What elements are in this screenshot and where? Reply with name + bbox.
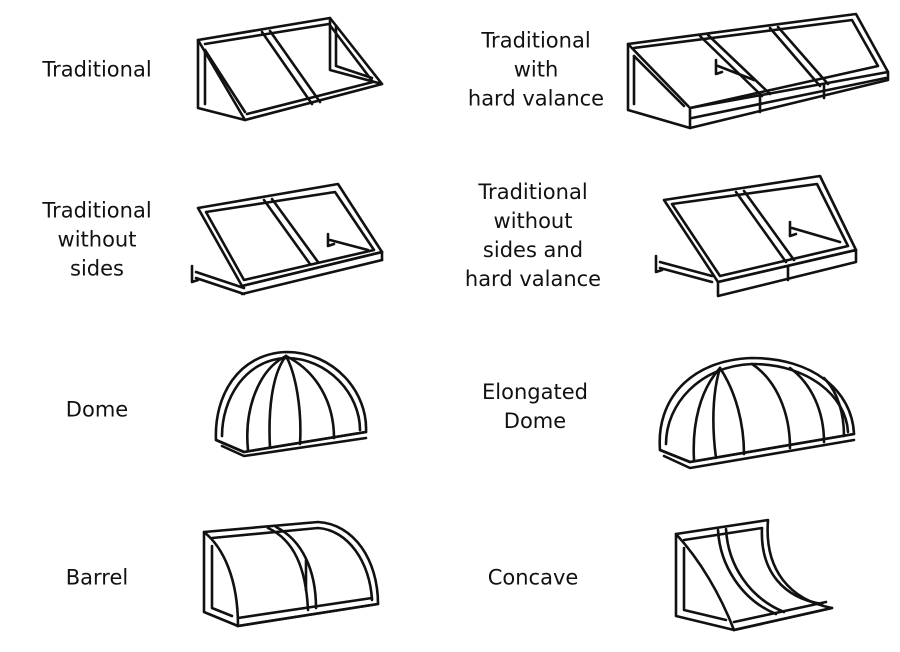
label-traditional-without-sides: Traditional without sides — [42, 198, 152, 281]
label-traditional-hard-valance: Traditional with hard valance — [467, 28, 605, 111]
label-dome: Dome — [65, 397, 129, 422]
label-barrel: Barrel — [65, 565, 129, 590]
traditional-without-sides-hard-valance-drawing — [654, 174, 858, 298]
label-concave: Concave — [487, 565, 579, 590]
label-elongated-dome: Elongated Dome — [482, 380, 588, 433]
label-traditional-without-sides-hard-valance: Traditional without sides and hard valan… — [464, 180, 602, 291]
concave-awning-drawing — [674, 518, 834, 632]
elongated-dome-drawing — [658, 356, 856, 470]
traditional-without-sides-drawing — [190, 182, 384, 296]
barrel-awning-drawing — [202, 520, 380, 628]
traditional-awning-drawing — [196, 16, 384, 122]
traditional-hard-valance-drawing — [626, 12, 890, 130]
label-traditional: Traditional — [42, 57, 152, 82]
dome-awning-drawing — [214, 350, 368, 458]
